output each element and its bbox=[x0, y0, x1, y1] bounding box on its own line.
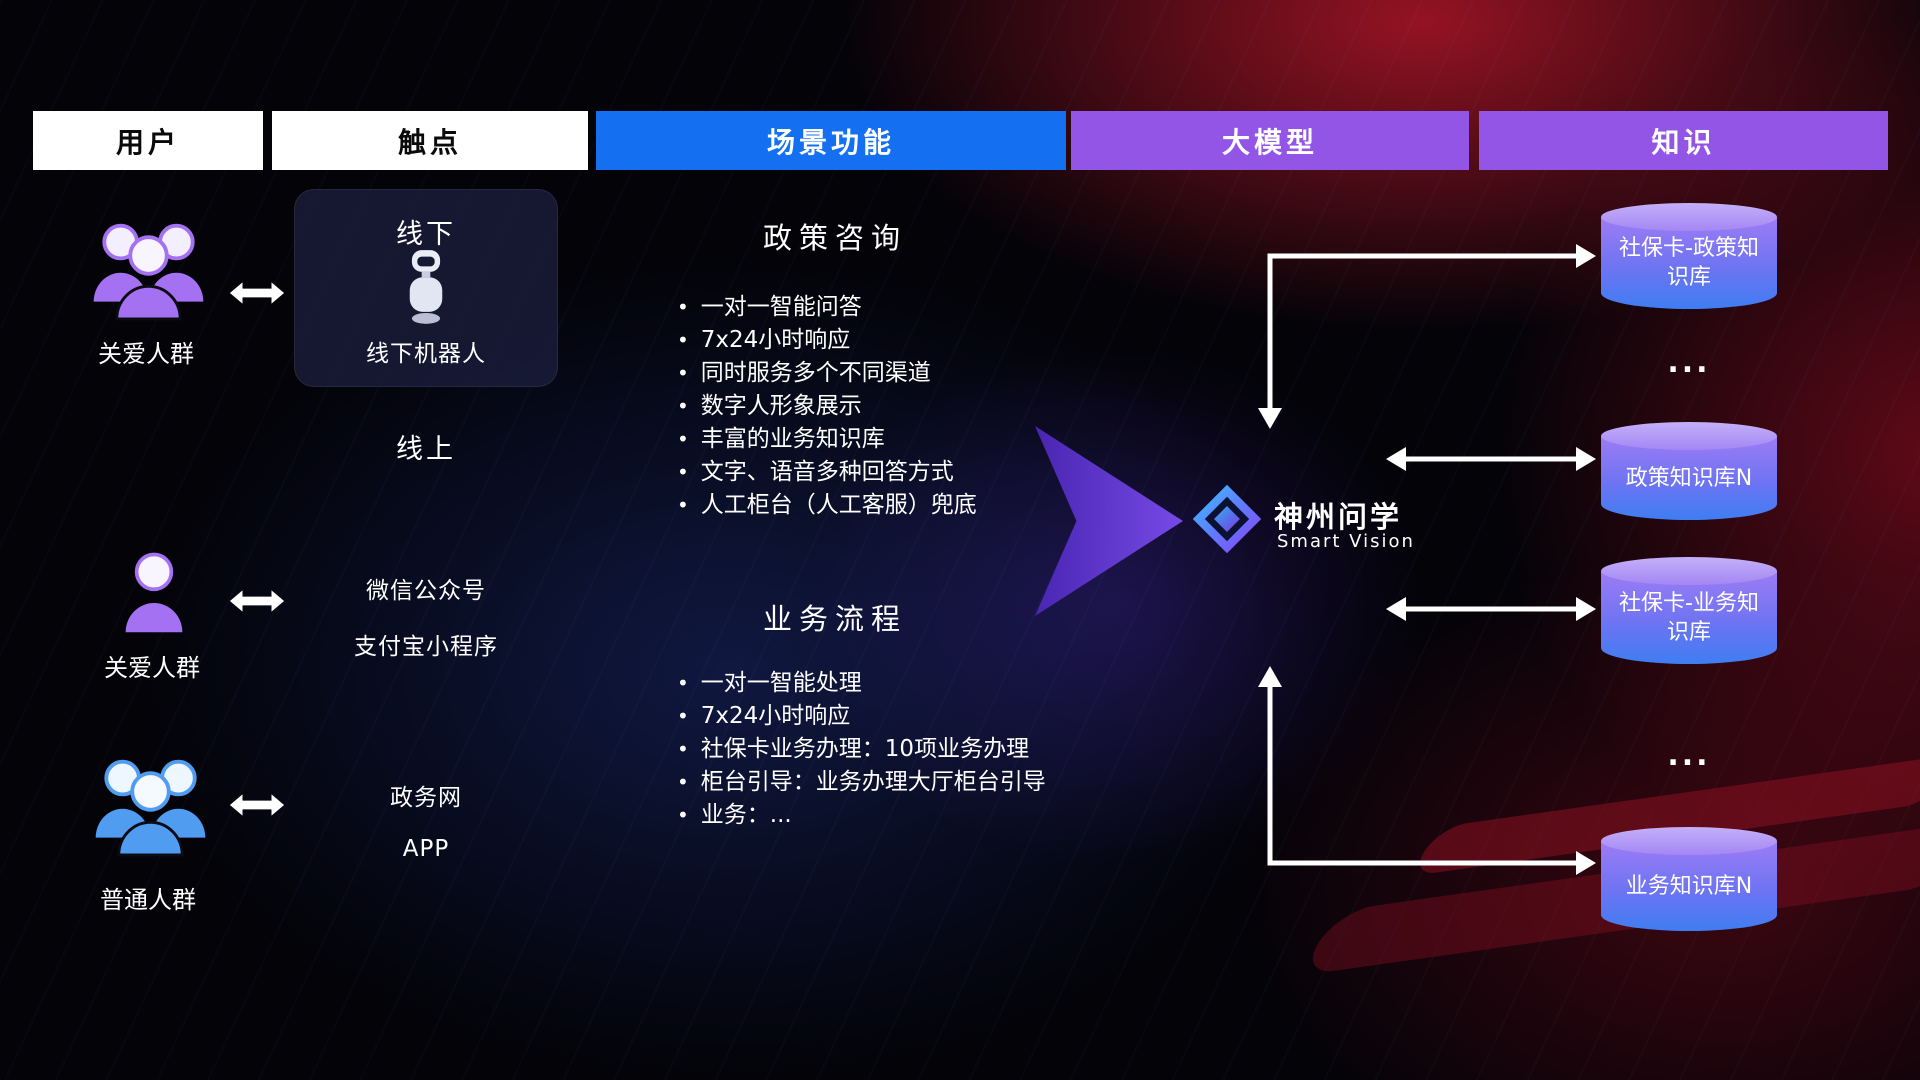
business-process-list: 一对一智能处理 7x24小时响应 社保卡业务办理：10项业务办理 柜台引导：业务… bbox=[677, 667, 1046, 832]
list-item: 同时服务多个不同渠道 bbox=[677, 357, 977, 390]
list-item: 数字人形象展示 bbox=[677, 390, 977, 423]
header-knowledge: 知识 bbox=[1479, 111, 1888, 170]
list-item: 一对一智能问答 bbox=[677, 291, 977, 324]
cylinder-top bbox=[1601, 422, 1777, 450]
list-item: 柜台引导：业务办理大厅柜台引导 bbox=[677, 766, 1046, 799]
cylinder-top bbox=[1601, 557, 1777, 585]
user-single-icon bbox=[122, 548, 186, 636]
cylinder-top bbox=[1601, 827, 1777, 855]
header-users: 用户 bbox=[33, 111, 263, 170]
wechat-official-account-label: 微信公众号 bbox=[366, 578, 486, 604]
list-item: 社保卡业务办理：10项业务办理 bbox=[677, 733, 1046, 766]
offline-label: 线下 bbox=[396, 219, 456, 250]
ellipsis-more: ... bbox=[1667, 738, 1711, 773]
app-label: APP bbox=[402, 836, 450, 862]
cylinder-body bbox=[1601, 436, 1777, 520]
cylinder-body bbox=[1601, 217, 1777, 309]
knowledge-base-cylinder: 社保卡-政策知识库 bbox=[1601, 203, 1777, 309]
knowledge-base-label: 业务知识库N bbox=[1625, 873, 1753, 899]
bidirectional-arrow-icon bbox=[228, 278, 286, 308]
knowledge-base-cylinder: 政策知识库N bbox=[1601, 422, 1777, 520]
user-single-label: 关爱人群 bbox=[104, 654, 200, 682]
knowledge-base-cylinder: 业务知识库N bbox=[1601, 827, 1777, 931]
header-scenario-functions: 场景功能 bbox=[596, 111, 1066, 170]
list-item: 7x24小时响应 bbox=[677, 324, 977, 357]
list-item: 7x24小时响应 bbox=[677, 700, 1046, 733]
list-item: 业务：... bbox=[677, 799, 1046, 832]
cylinder-body bbox=[1601, 841, 1777, 931]
bidirectional-arrow-icon bbox=[228, 586, 286, 616]
knowledge-base-label: 政策知识库N bbox=[1625, 465, 1753, 491]
knowledge-base-label: 社保卡-业务知识库 bbox=[1619, 590, 1759, 645]
model-name: 神州问学 bbox=[1274, 500, 1403, 534]
user-group-icon bbox=[86, 212, 211, 324]
list-item: 丰富的业务知识库 bbox=[677, 423, 977, 456]
user-group-1-label: 关爱人群 bbox=[98, 340, 194, 368]
bidirectional-arrow-icon bbox=[228, 790, 286, 820]
list-item: 人工柜台（人工客服）兜底 bbox=[677, 489, 977, 522]
header-large-model: 大模型 bbox=[1071, 111, 1469, 170]
cylinder-body bbox=[1601, 571, 1777, 664]
header-touchpoints: 触点 bbox=[272, 111, 588, 170]
user-group-blue-icon bbox=[88, 748, 213, 860]
smart-vision-logo-icon bbox=[1190, 482, 1264, 556]
government-web-label: 政务网 bbox=[390, 785, 462, 811]
alipay-mini-program-label: 支付宝小程序 bbox=[354, 634, 498, 660]
ellipsis-more: ... bbox=[1667, 345, 1711, 380]
offline-robot-label: 线下机器人 bbox=[366, 341, 486, 367]
business-process-title: 业务流程 bbox=[762, 602, 907, 636]
model-subtitle: Smart Vision bbox=[1277, 531, 1415, 552]
list-item: 一对一智能处理 bbox=[677, 667, 1046, 700]
policy-consultation-list: 一对一智能问答 7x24小时响应 同时服务多个不同渠道 数字人形象展示 丰富的业… bbox=[677, 291, 977, 522]
cylinder-top bbox=[1601, 203, 1777, 231]
list-item: 文字、语音多种回答方式 bbox=[677, 456, 977, 489]
robot-icon bbox=[400, 248, 452, 326]
policy-consultation-title: 政策咨询 bbox=[762, 221, 907, 255]
knowledge-base-cylinder: 社保卡-业务知识库 bbox=[1601, 557, 1777, 664]
online-label: 线上 bbox=[396, 434, 456, 465]
user-group-2-label: 普通人群 bbox=[100, 886, 196, 914]
knowledge-base-label: 社保卡-政策知识库 bbox=[1619, 236, 1759, 290]
